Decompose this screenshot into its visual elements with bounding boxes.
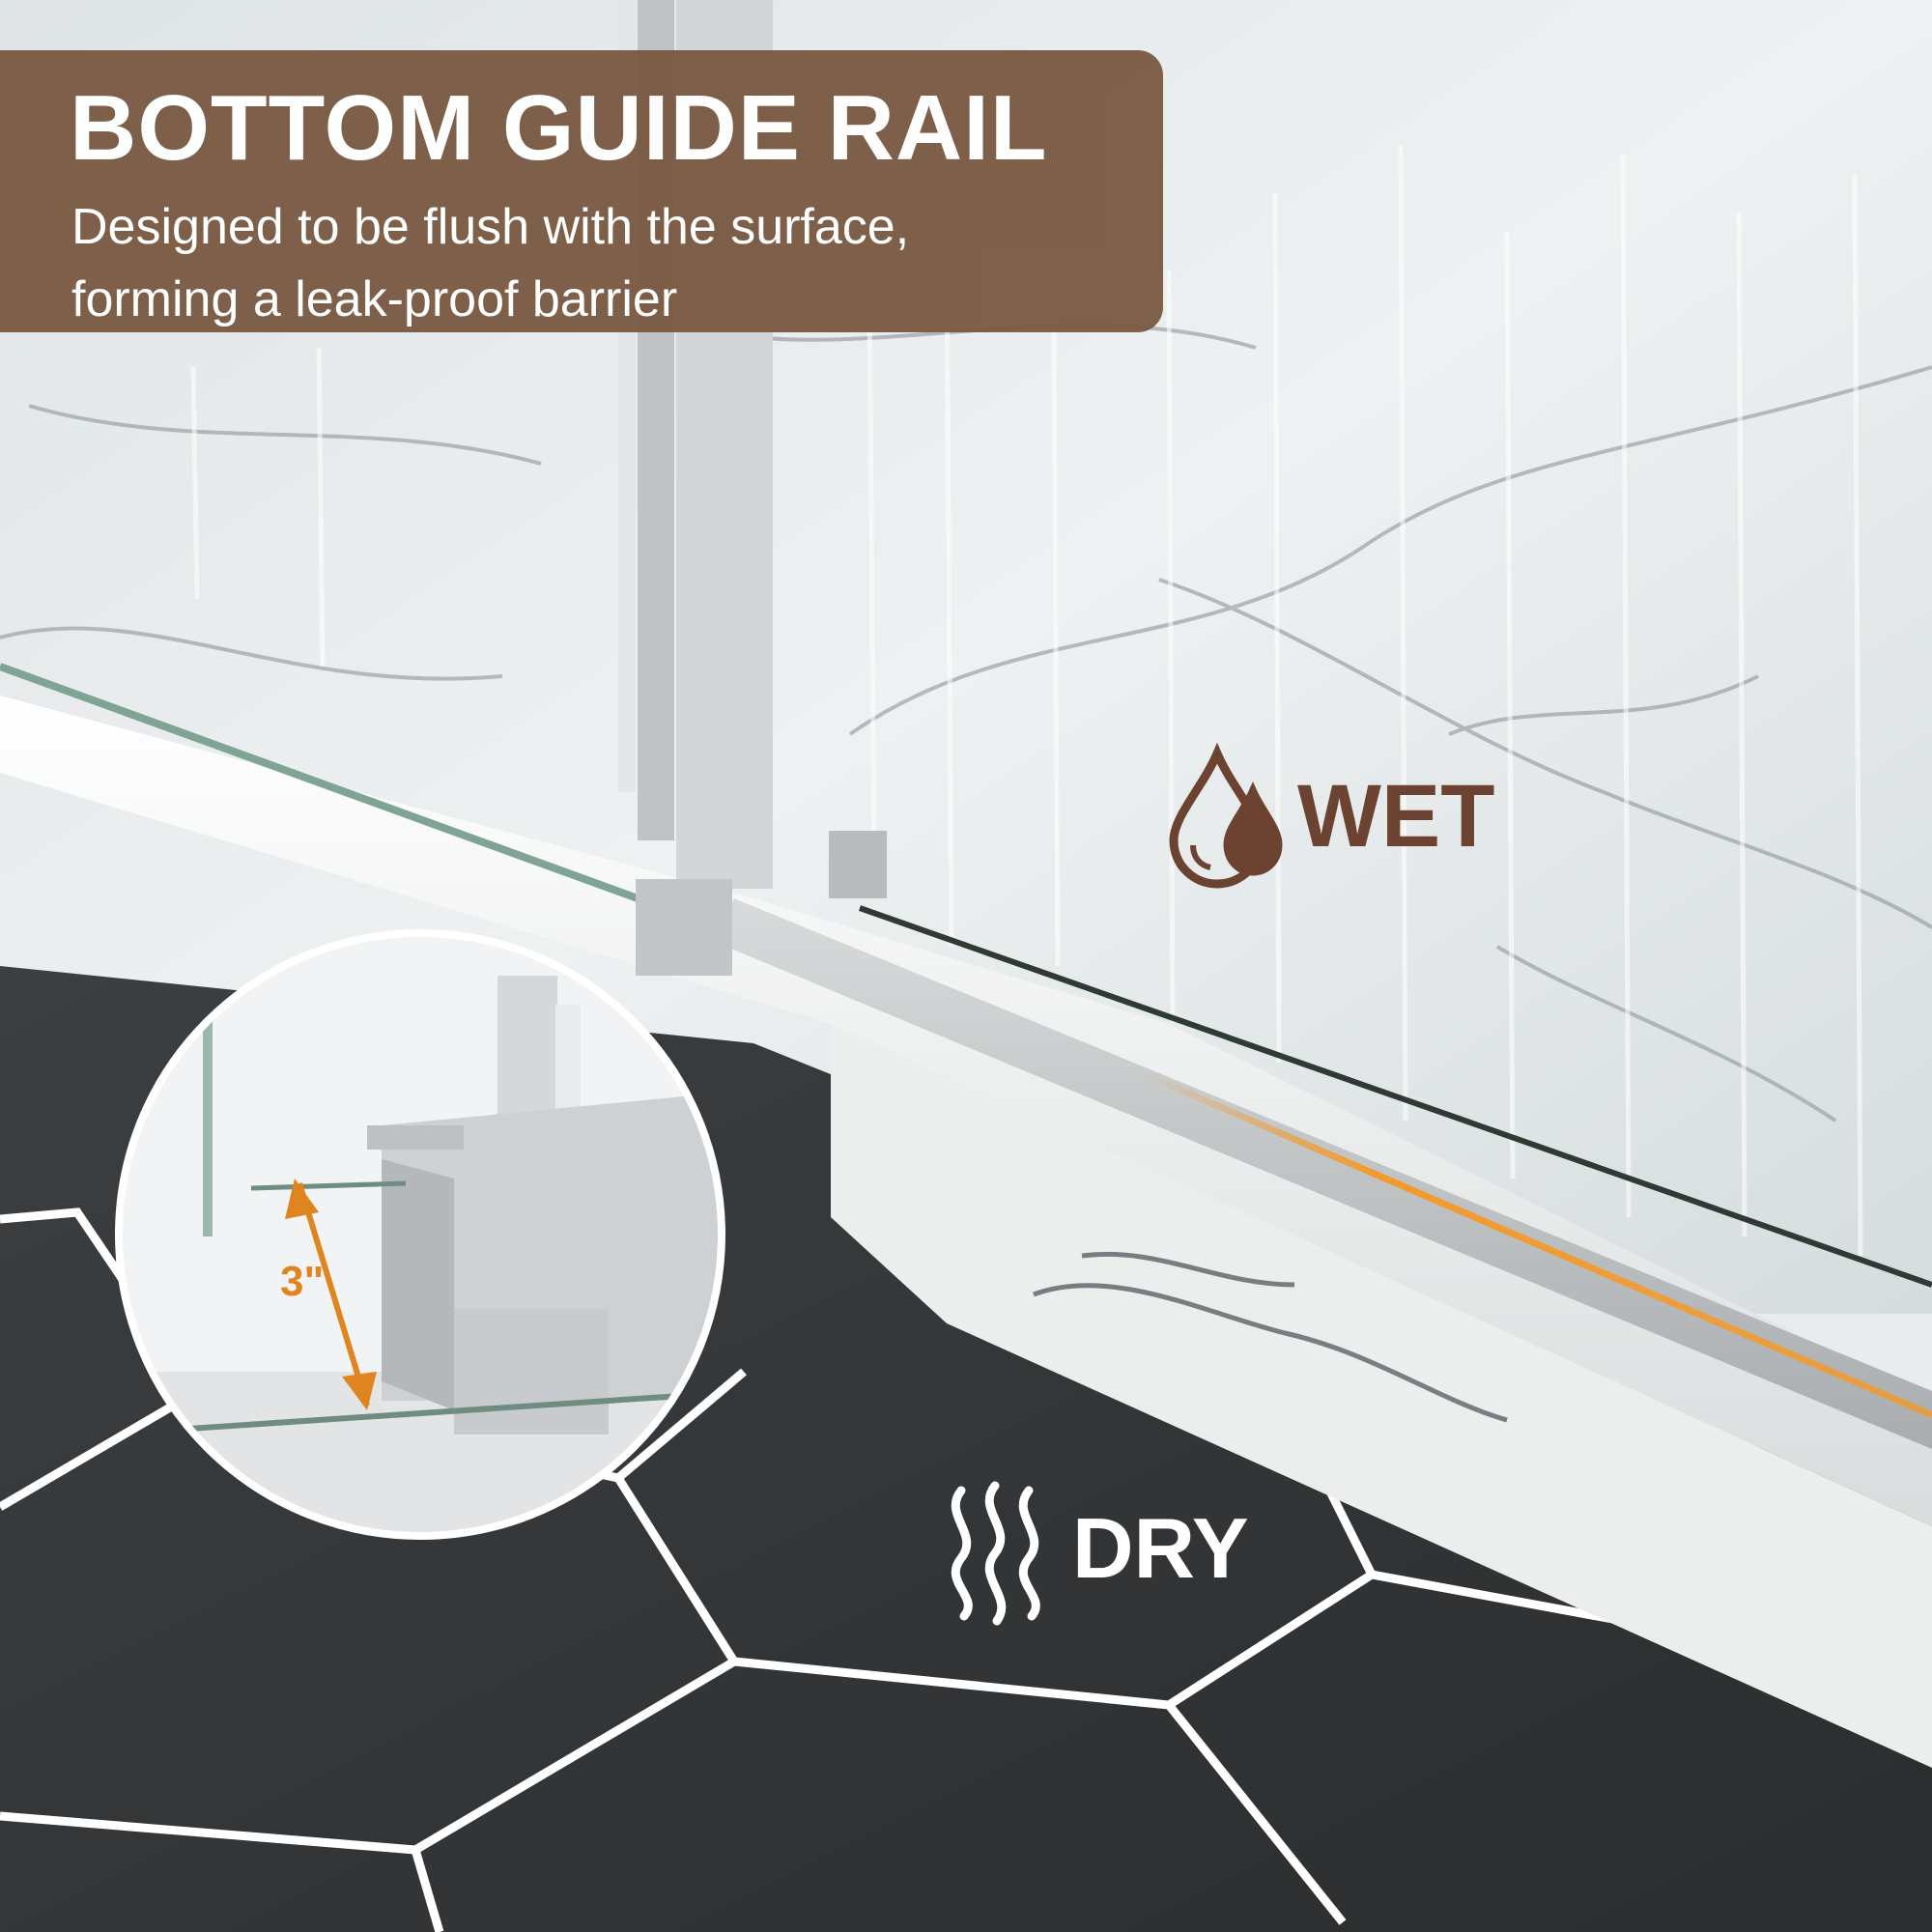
dimension-label: 3" — [280, 1258, 325, 1305]
heat-waves-icon — [951, 1481, 1040, 1626]
inset-magnifier — [119, 933, 722, 1536]
rail-glow — [1138, 1068, 1932, 1419]
dry-tag: DRY — [947, 1476, 1249, 1621]
curb-front — [831, 1024, 1932, 1768]
banner-subtitle-line2: forming a leak-proof barrier — [71, 270, 678, 327]
bottom-guide-rail — [715, 898, 1932, 1449]
water-drops-icon — [1169, 742, 1283, 889]
banner-title: BOTTOM GUIDE RAIL — [70, 76, 1048, 180]
wet-tag: WET — [1164, 744, 1494, 889]
rail-guide-block — [636, 879, 732, 976]
banner-subtitle: Designed to be flush with the surface, f… — [71, 191, 1163, 337]
inset-border — [115, 929, 725, 1540]
shower-curb — [0, 696, 1932, 1526]
water-streaks — [190, 144, 1863, 1257]
dry-label: DRY — [1072, 1500, 1249, 1596]
rail-stopper — [829, 831, 887, 898]
banner-subtitle-line1: Designed to be flush with the surface, — [71, 198, 910, 255]
glass-slide-edge — [859, 905, 1932, 1288]
wet-label: WET — [1297, 766, 1495, 866]
curb-veins — [1033, 1251, 1508, 1423]
glass-fixed-edge — [0, 663, 639, 902]
title-banner: BOTTOM GUIDE RAIL Designed to be flush w… — [0, 50, 1163, 332]
